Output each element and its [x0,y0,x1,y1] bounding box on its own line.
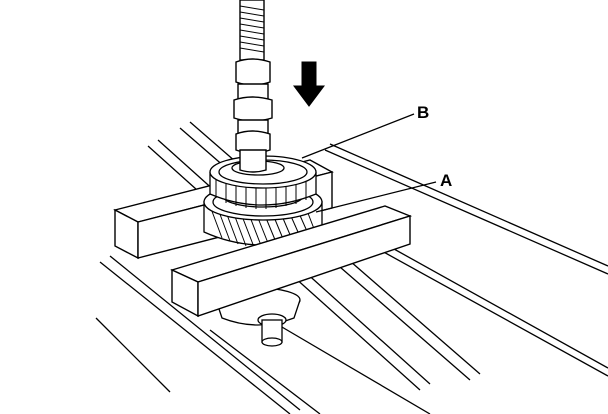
leader-line-b [301,113,415,159]
press-bed-rails [95,121,608,414]
press-ram-shaft [233,0,273,173]
leader-line-a [315,181,437,213]
front-support-block [170,205,413,318]
press-direction-arrow [293,61,325,107]
lower-gear [215,287,301,347]
synchro-hub-b [209,155,317,209]
callout-label-a: A [440,171,453,190]
callout-label-b: B [417,103,430,122]
